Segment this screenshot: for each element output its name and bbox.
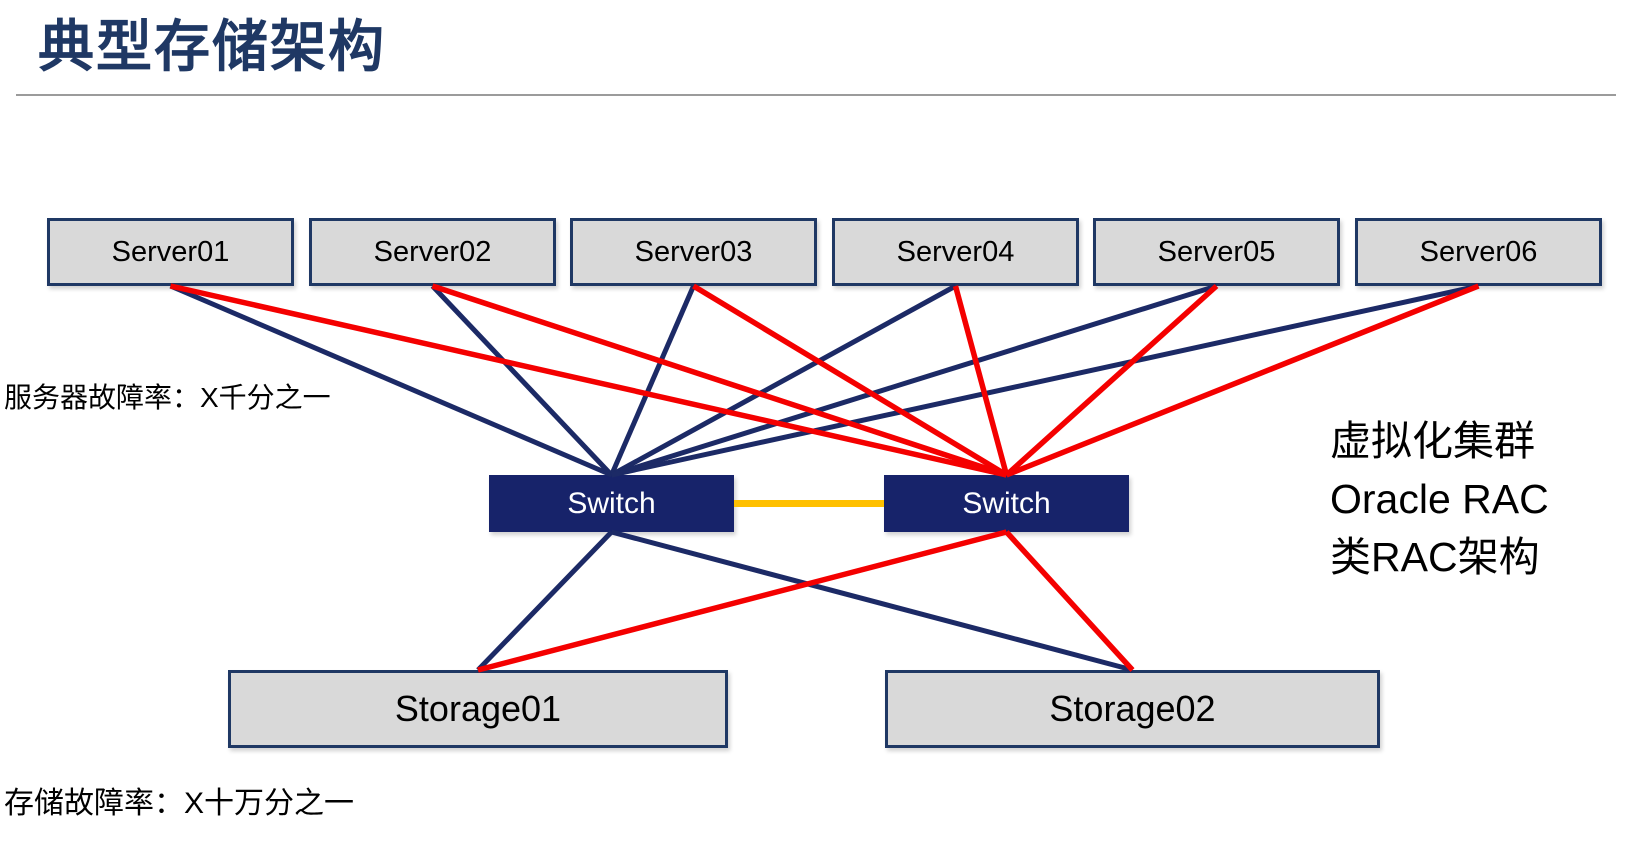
server-label-6: Server06 bbox=[1419, 235, 1538, 268]
link-server-3-switch-2 bbox=[692, 283, 1008, 478]
storage-label-2: Storage02 bbox=[1049, 688, 1216, 729]
server-box-4: Server04 bbox=[832, 218, 1079, 286]
link-switch-1-storage-1 bbox=[476, 530, 614, 672]
page-title: 典型存储架构 bbox=[38, 15, 386, 78]
server-label-5: Server05 bbox=[1157, 235, 1276, 268]
server-box-6: Server06 bbox=[1355, 218, 1602, 286]
switch-label-1: Switch bbox=[567, 486, 656, 520]
storage-label-1: Storage01 bbox=[394, 688, 562, 729]
link-switch-1-storage-2 bbox=[610, 529, 1134, 673]
link-server-3-switch-1 bbox=[609, 285, 696, 476]
switch-label-2: Switch bbox=[962, 486, 1051, 520]
server-label-2: Server02 bbox=[373, 235, 492, 268]
server-box-5: Server05 bbox=[1093, 218, 1340, 286]
switch-box-1: Switch bbox=[489, 475, 734, 532]
storage-box-2: Storage02 bbox=[885, 670, 1380, 748]
link-server-2-switch-2 bbox=[431, 283, 1008, 478]
server-box-1: Server01 bbox=[47, 218, 294, 286]
storage-box-1: Storage01 bbox=[228, 670, 728, 748]
link-switch-2-storage-2 bbox=[1004, 530, 1135, 672]
server-label-1: Server01 bbox=[111, 235, 230, 268]
cluster-note: 虚拟化集群 Oracle RAC 类RAC架构 bbox=[1330, 412, 1549, 586]
cluster-note-line-2: Oracle RAC bbox=[1330, 476, 1549, 522]
server-label-3: Server03 bbox=[634, 235, 753, 268]
server-label-4: Server04 bbox=[896, 235, 1015, 268]
server-box-3: Server03 bbox=[570, 218, 817, 286]
link-server-5-switch-1 bbox=[610, 283, 1218, 478]
cluster-note-line-3: 类RAC架构 bbox=[1330, 534, 1540, 580]
link-server-4-switch-2 bbox=[952, 285, 1010, 476]
link-server-5-switch-2 bbox=[1004, 283, 1219, 478]
title-divider bbox=[16, 94, 1616, 96]
switch-box-2: Switch bbox=[884, 475, 1129, 532]
storage-failure-note: 存储故障率：X十万分之一 bbox=[4, 787, 355, 820]
link-switch-2-storage-1 bbox=[477, 529, 1008, 673]
link-server-2-switch-1 bbox=[430, 284, 614, 477]
server-box-2: Server02 bbox=[309, 218, 556, 286]
server-failure-note: 服务器故障率：X千分之一 bbox=[4, 382, 331, 413]
link-server-4-switch-1 bbox=[610, 283, 957, 478]
cluster-note-line-1: 虚拟化集群 bbox=[1330, 418, 1535, 464]
